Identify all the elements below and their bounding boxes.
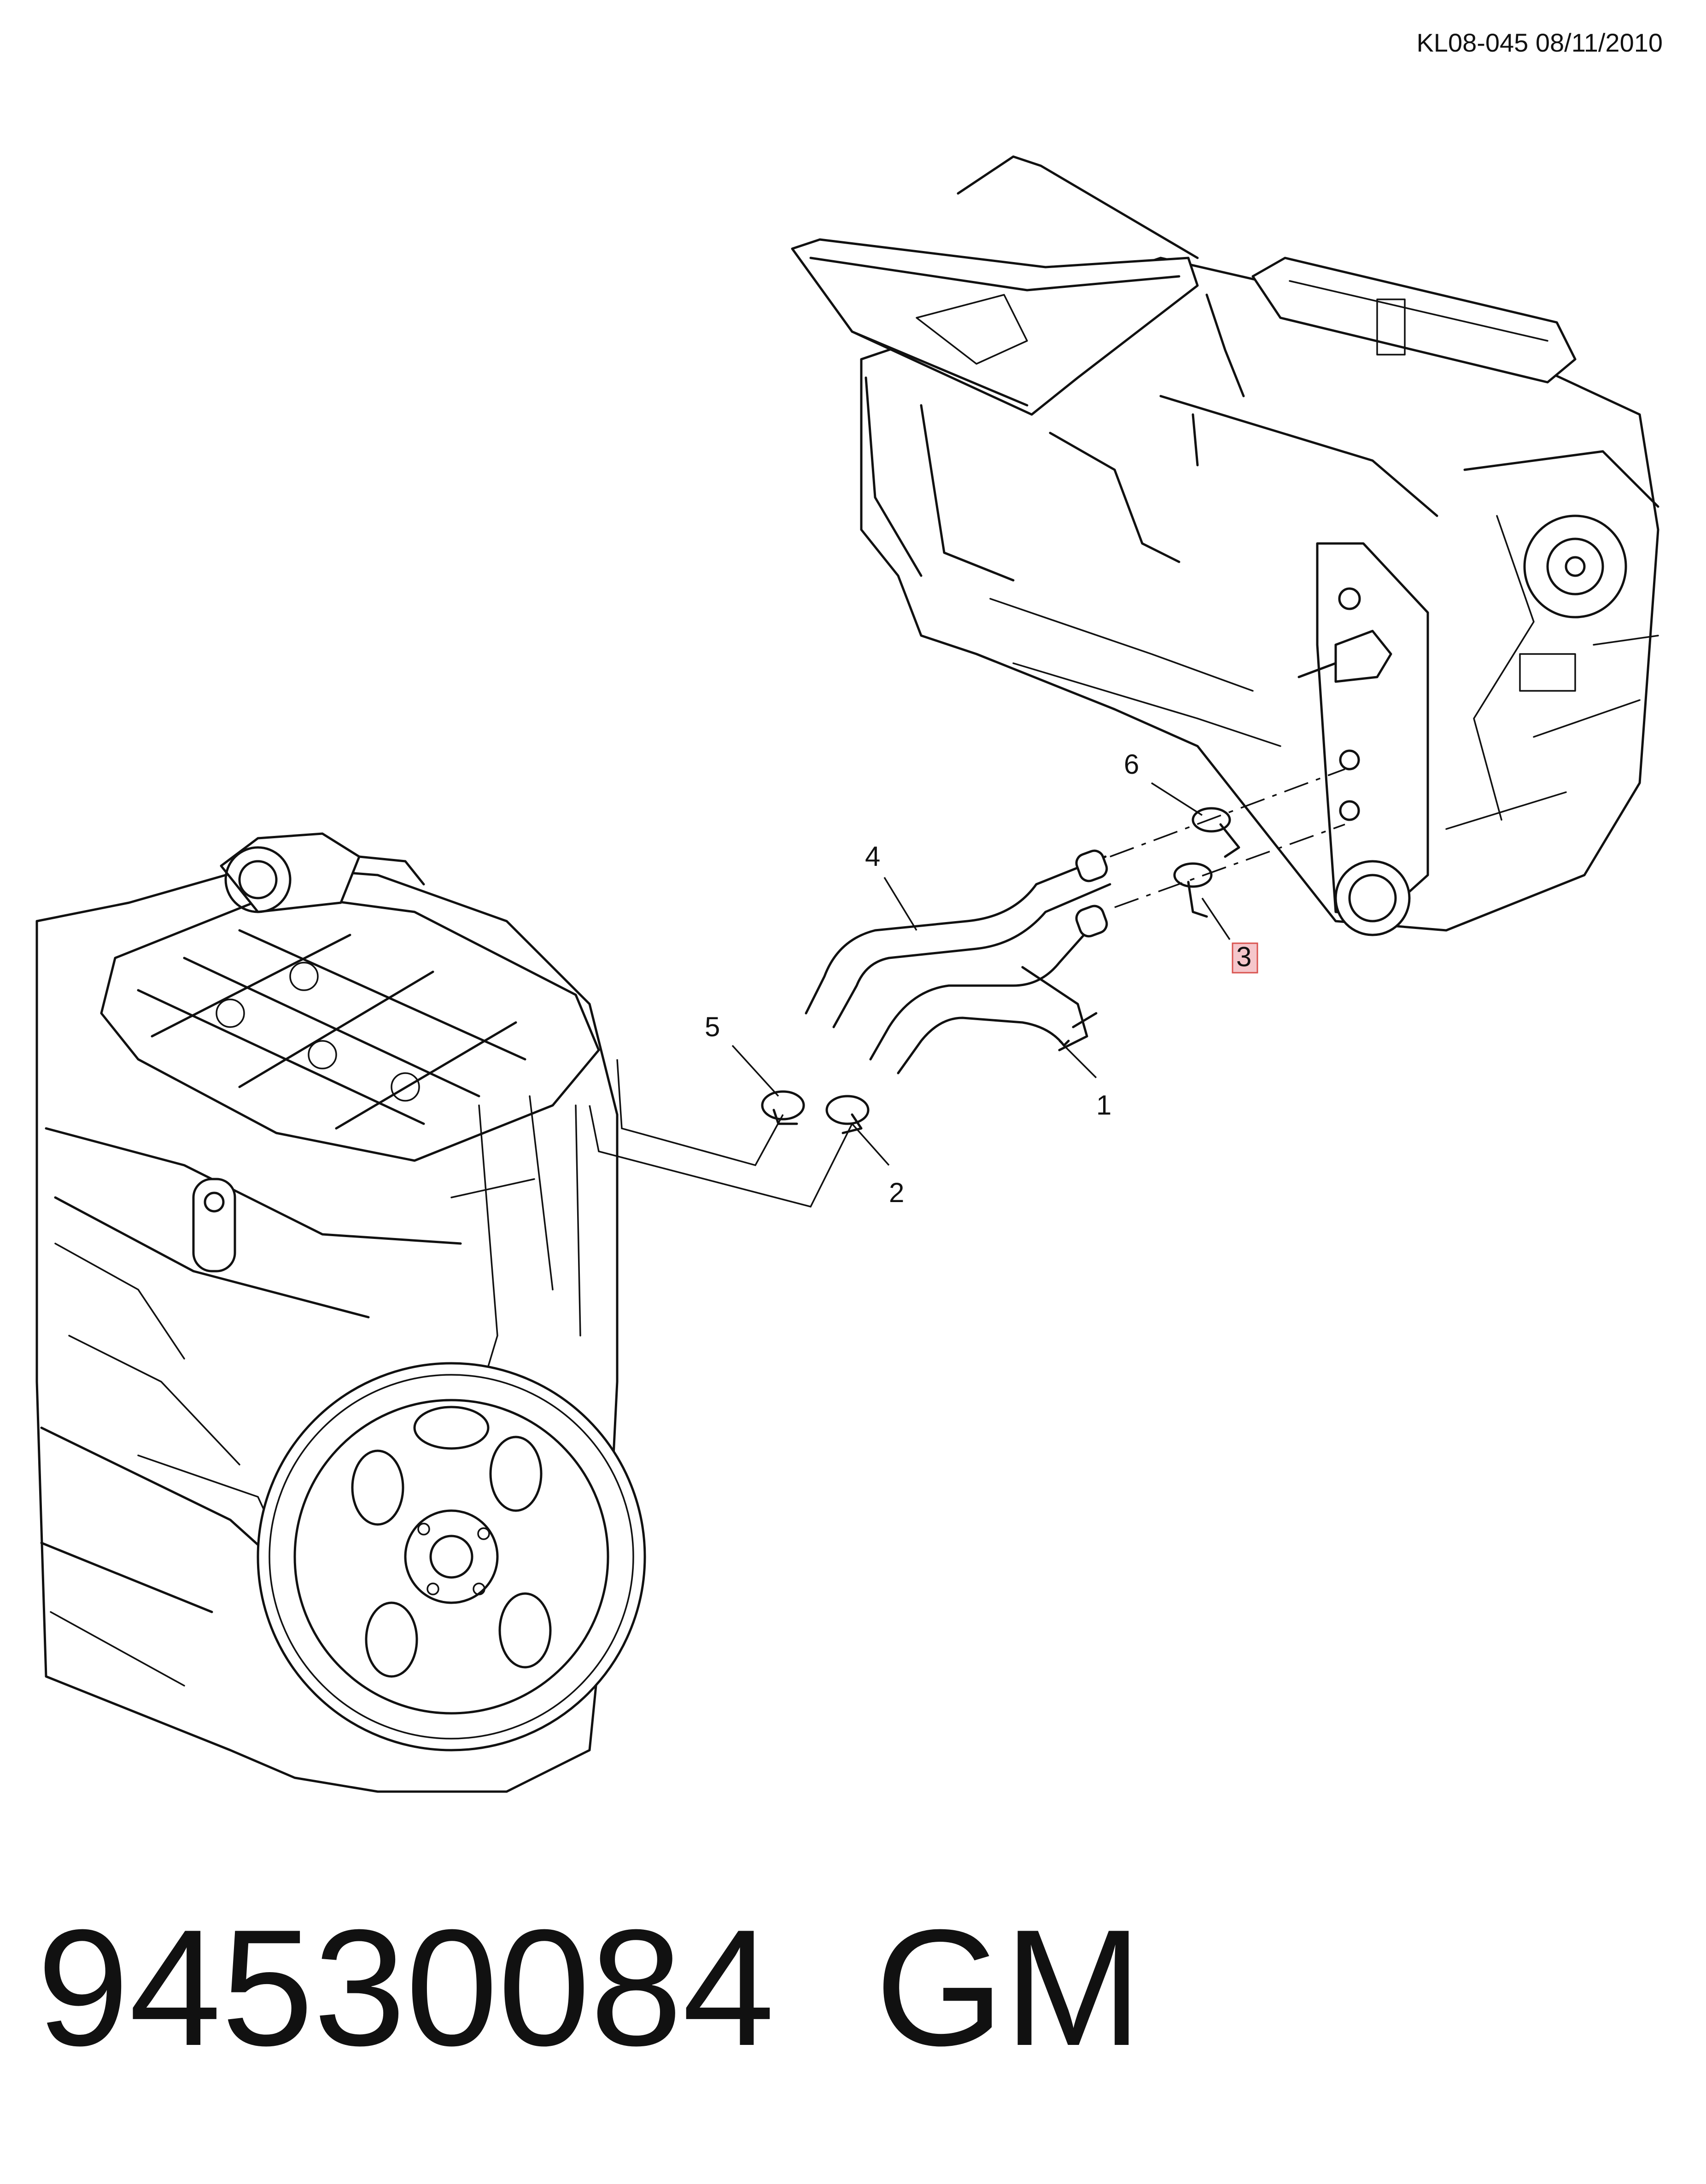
engine-drawing	[35, 832, 646, 1793]
leader-line	[1201, 898, 1231, 940]
diagram-reference: KL08-045 08/11/2010	[1416, 28, 1663, 57]
routing-line	[616, 1059, 784, 1167]
hose-clamp-6	[1192, 807, 1240, 858]
callout-6[interactable]: 6	[1124, 749, 1139, 780]
hvac-module-drawing	[791, 155, 1659, 936]
leader-line	[883, 877, 917, 931]
leader-line	[1151, 782, 1203, 816]
brand-label: GM	[875, 1895, 1142, 2080]
leader-line	[1058, 1040, 1097, 1079]
callout-3-highlight	[1232, 942, 1258, 974]
callout-2[interactable]: 2	[889, 1177, 904, 1208]
alignment-line	[1114, 823, 1345, 908]
callout-5[interactable]: 5	[705, 1011, 720, 1042]
callout-4[interactable]: 4	[865, 841, 880, 872]
leader-line	[851, 1123, 890, 1166]
part-number: 94530084	[37, 1895, 775, 2080]
hose-clamp-2	[825, 1095, 870, 1134]
hose-clamp-3	[1173, 862, 1213, 918]
hose-clamp-5	[761, 1090, 805, 1125]
leader-line	[731, 1045, 779, 1097]
callout-3[interactable]: 3	[1236, 941, 1251, 972]
routing-line	[589, 1105, 853, 1208]
callout-1[interactable]: 1	[1096, 1090, 1111, 1121]
alignment-line	[1110, 768, 1345, 858]
heater-hose-assembly	[805, 849, 1111, 1074]
